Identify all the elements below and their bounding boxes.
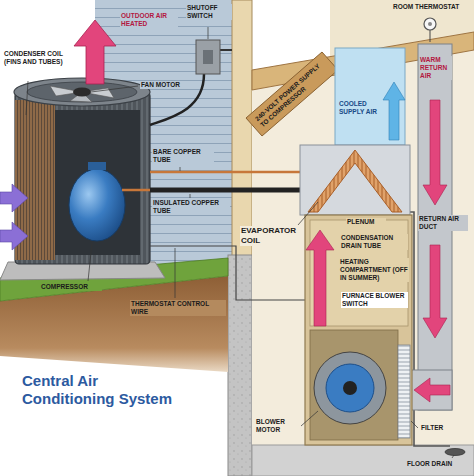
plenum: [300, 145, 410, 215]
part-label: FAN MOTOR: [140, 81, 190, 89]
leader-line: [411, 421, 418, 428]
floor-beam: [246, 52, 338, 136]
condenser-unit: [88, 162, 106, 170]
furnace: [326, 364, 374, 412]
furnace: [305, 215, 412, 445]
ground: [0, 258, 228, 372]
leader-line: [452, 455, 454, 458]
part-label: CONDENSER COIL (FINS AND TUBES): [3, 50, 77, 66]
part-label: RETURN AIR DUCT: [418, 215, 468, 231]
leader-line: [180, 167, 181, 171]
airflow-label: COOLED SUPPLY AIR: [338, 100, 380, 116]
part-label: PLENUM: [346, 218, 386, 226]
room-thermostat: [424, 18, 436, 30]
return-duct: [423, 100, 447, 205]
leader-line: [208, 27, 209, 39]
condenser-unit: [15, 92, 150, 264]
furnace: [306, 230, 334, 326]
part-label: CONDENSATION DRAIN TUBE: [340, 234, 408, 250]
return-duct: [414, 378, 450, 402]
floor-beam: [246, 52, 338, 136]
intake-arrow: [0, 184, 28, 250]
leader-line: [88, 243, 92, 281]
condenser-unit: [27, 82, 137, 102]
furnace: [314, 352, 386, 424]
shutoff-switch: [220, 49, 232, 51]
intake-arrow: [0, 184, 28, 212]
return-duct: [423, 245, 447, 338]
leader-line: [190, 194, 191, 198]
plenum: [308, 150, 402, 212]
room-thermostat: [430, 30, 431, 42]
part-label: COMPRESSOR: [40, 283, 102, 291]
part-label: THERMOSTAT CONTROL WIRE: [130, 300, 226, 316]
furnace: [310, 330, 398, 440]
shutoff-switch: [203, 50, 213, 64]
wall-section: [228, 255, 252, 476]
supply-duct: [335, 48, 405, 145]
supply-duct: [383, 82, 405, 140]
part-label: 240-VOLT POWER SUPPLY TO COMPRESSOR: [253, 58, 332, 129]
condenser-unit: [69, 169, 125, 241]
room-thermostat: [428, 22, 432, 26]
part-label: EVAPORATOR COIL: [240, 226, 302, 246]
airflow-label: WARM RETURN AIR: [419, 56, 452, 80]
return-duct: [410, 370, 452, 410]
part-label: BARE COPPER TUBE: [152, 148, 214, 164]
leader-line: [301, 411, 318, 426]
condenser-unit: [14, 78, 150, 106]
part-label: FILTER: [420, 424, 454, 432]
hot-air-arrow: [74, 20, 116, 84]
part-label: HEATING COMPARTMENT (OFF IN SUMMER): [339, 258, 409, 282]
furnace: [305, 215, 412, 445]
furnace: [398, 345, 410, 438]
control-wire: [150, 246, 305, 300]
refrigerant-lines: [150, 172, 300, 190]
intake-arrow: [0, 222, 28, 250]
shutoff-switch: [196, 40, 220, 74]
leader-line: [175, 248, 176, 298]
leader-line: [91, 86, 138, 92]
leader-line: [26, 81, 28, 115]
supply-duct: [335, 48, 405, 145]
condenser-unit: [0, 262, 165, 280]
part-label: FLOOR DRAIN: [406, 460, 470, 468]
part-label: BLOWER MOTOR: [255, 418, 301, 434]
airflow-label: OUTDOOR AIR HEATED: [120, 12, 178, 28]
switch-label: FURNACE BLOWER SWITCH: [341, 292, 408, 308]
plenum: [300, 145, 410, 215]
part-label: ROOM THERMOSTAT: [392, 3, 470, 11]
refrigerant-lines: [150, 188, 300, 193]
control-wire: [150, 246, 305, 300]
drain-tube: [445, 449, 465, 456]
condenser-unit: [73, 88, 91, 97]
furnace: [343, 381, 357, 395]
part-label: SHUTOFF SWITCH: [186, 4, 232, 20]
diagram-title: Central Air Conditioning System: [22, 372, 192, 408]
wall-section: [232, 0, 252, 262]
hot-air-arrow: [74, 20, 116, 84]
condenser-unit: [0, 78, 165, 280]
condenser-unit: [122, 189, 150, 192]
drain-tube: [408, 212, 465, 456]
refrigerant-lines: [150, 171, 300, 174]
basement-room: [252, 445, 474, 476]
condenser-unit: [55, 110, 140, 255]
part-label: INSULATED COPPER TUBE: [152, 199, 230, 215]
leader-line: [298, 202, 318, 225]
room-thermostat: [424, 18, 436, 42]
